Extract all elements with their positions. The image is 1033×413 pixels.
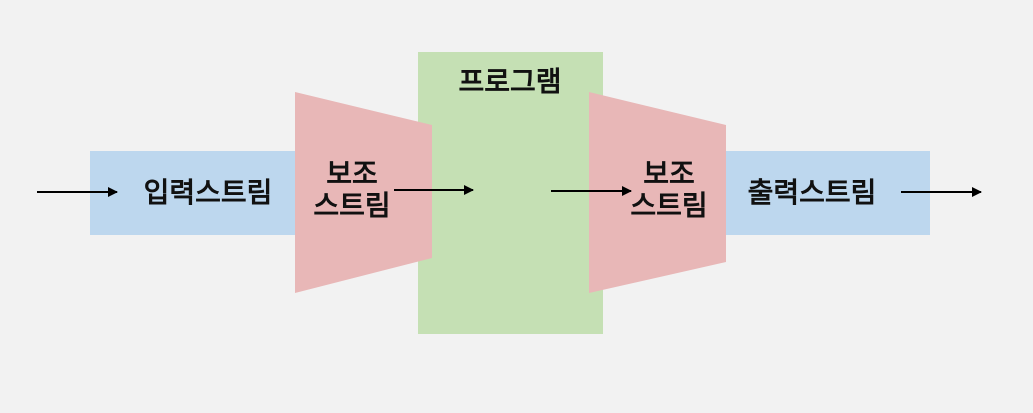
output-stream-box — [700, 151, 930, 235]
aux-stream-output-label: 보조 스트림 — [619, 158, 719, 222]
output-stream-label: 출력스트림 — [747, 176, 877, 209]
input-stream-box — [90, 151, 320, 235]
aux-stream-input-line2: 스트림 — [313, 189, 391, 222]
aux-stream-input-line1: 보조 — [326, 157, 378, 190]
program-label: 프로그램 — [458, 65, 562, 98]
aux-stream-output-trapezoid — [589, 92, 726, 293]
aux-stream-input-label: 보조 스트림 — [302, 158, 402, 222]
aux-stream-input-trapezoid — [295, 92, 432, 293]
input-stream-label: 입력스트림 — [143, 176, 273, 209]
aux-stream-output-line1: 보조 — [643, 157, 695, 190]
program-box — [418, 52, 603, 334]
aux-stream-output-line2: 스트림 — [630, 189, 708, 222]
